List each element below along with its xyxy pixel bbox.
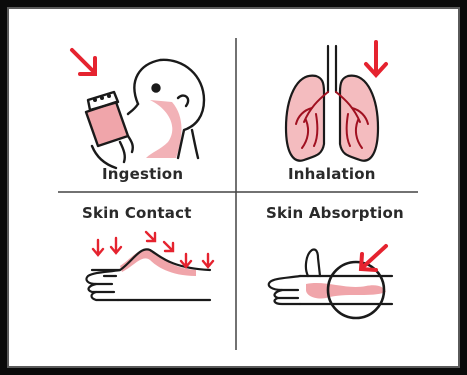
red-arrow-icon	[72, 50, 95, 74]
label-skin-contact: Skin Contact	[82, 204, 192, 222]
red-arrow-icon	[361, 246, 386, 270]
cup-icon	[86, 92, 128, 146]
skin-contact-illustration	[86, 249, 210, 300]
label-ingestion: Ingestion	[102, 165, 183, 183]
label-inhalation: Inhalation	[288, 165, 376, 183]
red-arrow-icon	[366, 42, 386, 75]
ingestion-illustration	[86, 60, 204, 168]
label-skin-absorption: Skin Absorption	[266, 204, 404, 222]
